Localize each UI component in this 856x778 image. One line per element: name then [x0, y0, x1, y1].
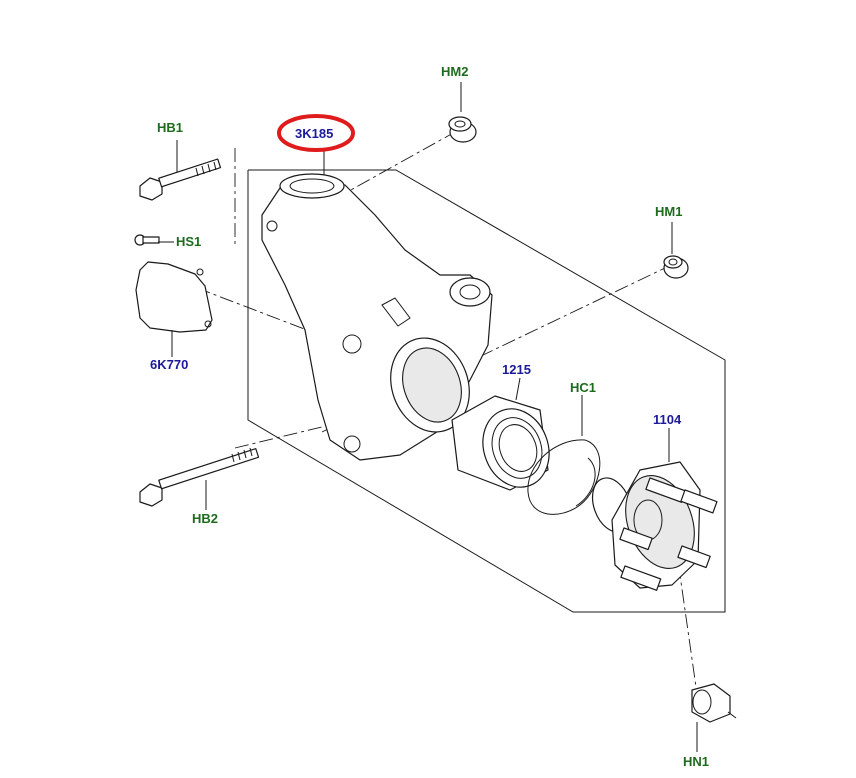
- highlight-ring: [277, 114, 355, 152]
- wheel-bearing-1215[interactable]: [451, 395, 560, 497]
- nut-hm2[interactable]: [448, 116, 477, 143]
- splash-shield-6k770[interactable]: [135, 261, 213, 333]
- label-1104[interactable]: 1104: [653, 412, 682, 427]
- bolt-hb2[interactable]: [139, 447, 260, 507]
- wheel-hub-1104[interactable]: [586, 461, 718, 591]
- screw-hs1[interactable]: [134, 234, 160, 246]
- circlip-hc1[interactable]: [527, 439, 601, 515]
- label-hb2[interactable]: HB2: [192, 511, 218, 526]
- label-hs1[interactable]: HS1: [176, 234, 201, 249]
- part-labels: HM2 HB1 3K185 HM1 HS1 6K770 1215 HC1 110…: [150, 64, 709, 769]
- assembly-frame: [247, 169, 726, 613]
- label-hc1[interactable]: HC1: [570, 380, 596, 395]
- bolt-hb1[interactable]: [139, 158, 222, 201]
- label-3k185[interactable]: 3K185: [295, 126, 333, 141]
- leader-lines: [158, 82, 698, 752]
- label-hn1[interactable]: HN1: [683, 754, 709, 769]
- label-6k770[interactable]: 6K770: [150, 357, 188, 372]
- knuckle-3k185[interactable]: [261, 173, 493, 461]
- label-1215[interactable]: 1215: [502, 362, 531, 377]
- label-hm1[interactable]: HM1: [655, 204, 682, 219]
- hub-nut-hn1[interactable]: [691, 683, 737, 723]
- label-hm2[interactable]: HM2: [441, 64, 468, 79]
- nut-hm1[interactable]: [663, 255, 689, 279]
- label-hb1[interactable]: HB1: [157, 120, 183, 135]
